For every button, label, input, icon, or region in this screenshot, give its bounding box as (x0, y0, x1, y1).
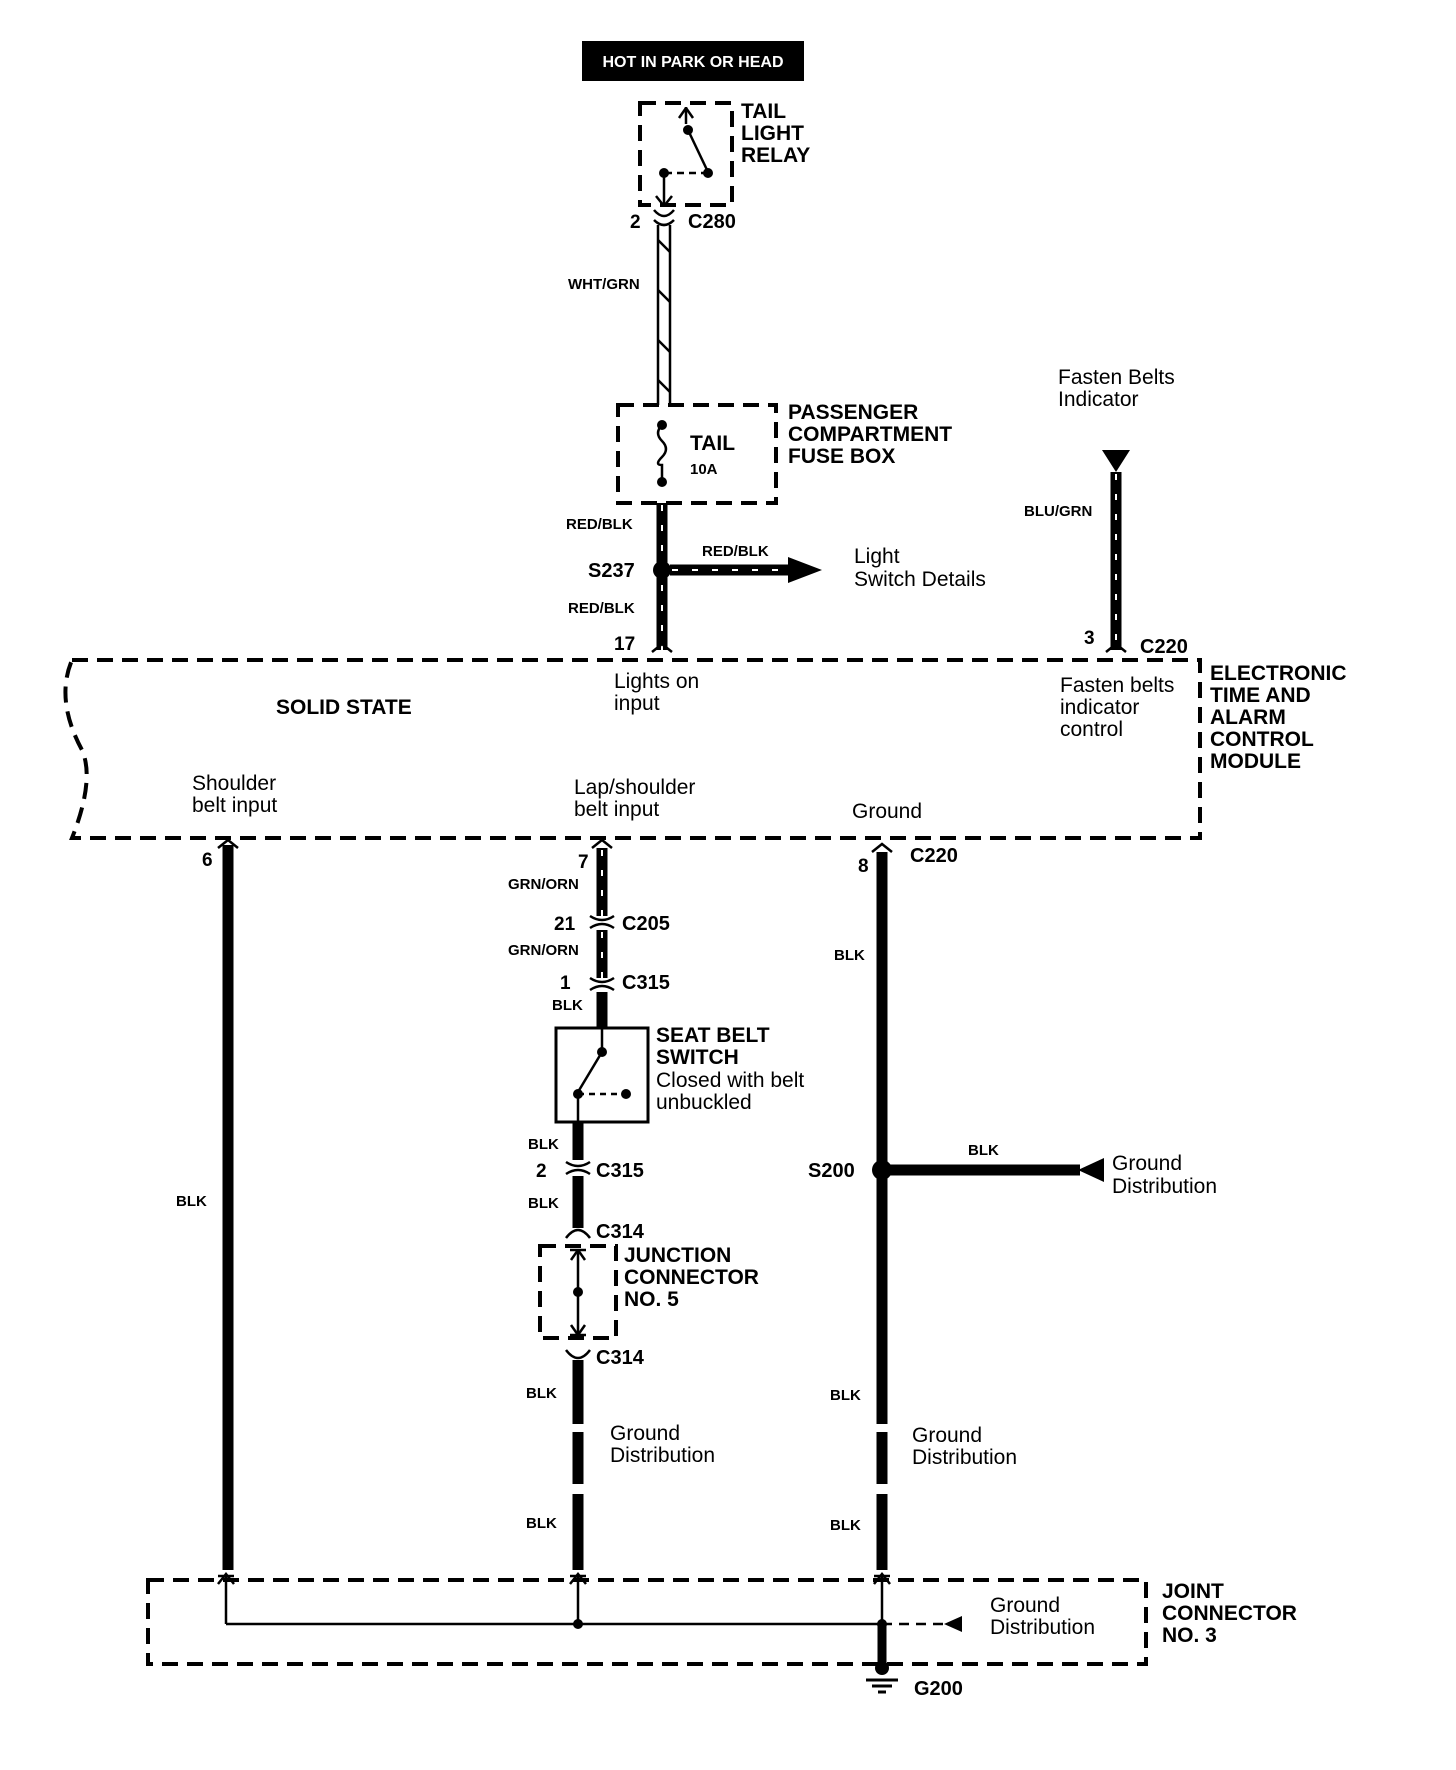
shoulder-1: Shoulder (192, 772, 276, 795)
solid-state-label: SOLID STATE (276, 696, 412, 719)
module-name-4: CONTROL (1210, 728, 1314, 751)
ground-g200: G200 (914, 1678, 963, 1700)
lap-1: Lap/shoulder (574, 776, 695, 799)
splice-s237: S237 (588, 560, 635, 582)
right-pin: 8 (858, 856, 869, 877)
right-gd2-2: Distribution (912, 1446, 1017, 1469)
fasten-ctrl-2: indicator (1060, 696, 1139, 719)
c315-pin-2: 2 (536, 1161, 547, 1182)
fuse-rating: 10A (690, 461, 718, 478)
fuse-box-label-1: PASSENGER (788, 401, 918, 424)
c205: C205 (622, 913, 670, 935)
c315-a: C315 (622, 972, 670, 994)
fasten-ctrl-1: Fasten belts (1060, 674, 1174, 697)
joint-label-1: JOINT (1162, 1580, 1224, 1603)
wire-red-blk-upper: RED/BLK (566, 516, 633, 533)
fasten-belts-title-2: Indicator (1058, 388, 1139, 411)
wire-blk-4: BLK (528, 1136, 559, 1153)
mid-gd-1: Ground (610, 1422, 680, 1445)
arrow-left-small-icon (944, 1616, 962, 1632)
ground-input: Ground (852, 800, 922, 823)
s200-branch-color: BLK (968, 1142, 999, 1159)
c205-pin: 21 (554, 914, 576, 935)
lap-2: belt input (574, 798, 659, 821)
lights-on-1: Lights on (614, 670, 699, 693)
right-connector: C220 (910, 845, 958, 867)
wire-blk-7: BLK (526, 1515, 557, 1532)
fuse-box (616, 403, 778, 505)
c314-b: C314 (596, 1347, 645, 1369)
splice-s200-dot (872, 1160, 892, 1180)
jc-label-1: JUNCTION (624, 1244, 731, 1267)
c315-pin-1: 1 (560, 973, 571, 994)
joint-gd-1: Ground (990, 1594, 1060, 1617)
tail-light-relay-box (638, 101, 734, 207)
ground-symbol-icon (866, 1678, 898, 1694)
arrow-left-icon (1078, 1158, 1104, 1182)
arrow-right-icon (788, 557, 822, 583)
jc-label-3: NO. 5 (624, 1288, 679, 1311)
fasten-ctrl-3: control (1060, 718, 1123, 741)
arrow-down-icon (1102, 450, 1130, 472)
left-pin: 6 (202, 850, 213, 871)
right-gd-1: Ground (1112, 1152, 1182, 1175)
wire-grn-orn-2: GRN/ORN (508, 942, 579, 959)
relay-label-3: RELAY (741, 144, 810, 167)
switch-label-3: Closed with belt (656, 1069, 804, 1092)
splice-s200: S200 (808, 1160, 855, 1182)
switch-label-1: SEAT BELT (656, 1024, 770, 1047)
relay-label-1: TAIL (741, 100, 786, 123)
right-gd-2: Distribution (1112, 1175, 1217, 1198)
right-wire-color-1: BLK (834, 947, 865, 964)
control-module-box (63, 658, 1202, 840)
module-name-2: TIME AND (1210, 684, 1311, 707)
relay-connector: C280 (688, 211, 736, 233)
fuse-box-label-2: COMPARTMENT (788, 423, 952, 446)
junction-connector-box (538, 1244, 618, 1340)
wire-blk-3: BLK (552, 997, 583, 1014)
fuse-box-label-3: FUSE BOX (788, 445, 895, 468)
right-gd2-1: Ground (912, 1424, 982, 1447)
left-wire-color: BLK (176, 1193, 207, 1210)
mid-gd-2: Distribution (610, 1444, 715, 1467)
switch-label-4: unbuckled (656, 1091, 752, 1114)
relay-label-2: LIGHT (741, 122, 804, 145)
mid-pin: 7 (578, 852, 589, 873)
wire-blk-6: BLK (526, 1385, 557, 1402)
pin-17: 17 (614, 634, 635, 655)
splice-s237-dot (653, 561, 671, 579)
wire-red-blk-lower: RED/BLK (568, 600, 635, 617)
shoulder-2: belt input (192, 794, 277, 817)
fasten-belts-title-1: Fasten Belts (1058, 366, 1175, 389)
fasten-connector: C220 (1140, 636, 1188, 658)
jc-label-2: CONNECTOR (624, 1266, 759, 1289)
wire-blu-grn: BLU/GRN (1024, 503, 1092, 520)
joint-label-3: NO. 3 (1162, 1624, 1217, 1647)
joint-gd-2: Distribution (990, 1616, 1095, 1639)
joint-label-2: CONNECTOR (1162, 1602, 1297, 1625)
c315-b: C315 (596, 1160, 644, 1182)
light-switch-dest-1: Light (854, 545, 900, 568)
wire-blk-5: BLK (528, 1195, 559, 1212)
hot-label: HOT IN PARK OR HEAD (602, 54, 783, 71)
module-name-3: ALARM (1210, 706, 1286, 729)
relay-pin: 2 (630, 212, 641, 233)
joint-connector-box (146, 1578, 1148, 1666)
switch-label-2: SWITCH (656, 1046, 739, 1069)
module-name-1: ELECTRONIC (1210, 662, 1347, 685)
wire-red-blk-branch: RED/BLK (702, 543, 769, 560)
module-name-5: MODULE (1210, 750, 1301, 773)
right-wire-color-2: BLK (830, 1387, 861, 1404)
light-switch-dest-2: Switch Details (854, 568, 986, 591)
c314-a: C314 (596, 1221, 645, 1243)
right-wire-color-3: BLK (830, 1517, 861, 1534)
wire-grn-orn-1: GRN/ORN (508, 876, 579, 893)
fasten-pin: 3 (1084, 628, 1095, 649)
hot-label-box (582, 41, 804, 81)
fuse-name: TAIL (690, 432, 735, 455)
lights-on-2: input (614, 692, 660, 715)
wire-wht-grn: WHT/GRN (568, 276, 640, 293)
